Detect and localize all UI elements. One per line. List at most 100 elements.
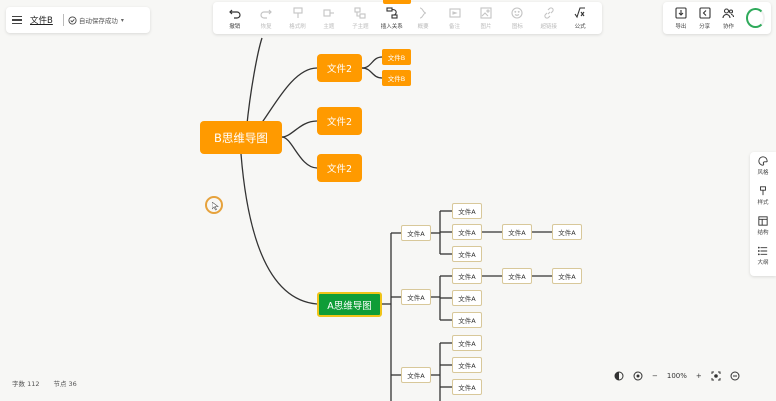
mindmap-leaf[interactable]: 文件A — [452, 224, 482, 240]
side-structure-label: 结构 — [757, 230, 769, 236]
fit-screen-icon[interactable] — [711, 371, 721, 381]
emoji-button[interactable]: 图标 — [502, 7, 532, 30]
side-style-button[interactable]: 样式 — [757, 186, 769, 216]
image-button[interactable]: 图片 — [471, 7, 501, 30]
menu-icon[interactable] — [12, 16, 22, 24]
zoom-in-button[interactable]: + — [695, 372, 702, 380]
mindmap-leaf[interactable]: 文件A — [552, 224, 582, 240]
check-circle-icon — [68, 15, 77, 25]
style-icon — [760, 186, 766, 196]
minimize-icon[interactable] — [730, 371, 740, 381]
redo-icon — [260, 9, 272, 19]
mindmap-root-a[interactable]: A思维导图 — [317, 292, 382, 317]
link-label: 超链接 — [540, 23, 558, 30]
link-button[interactable]: 超链接 — [534, 7, 564, 30]
relation-icon — [386, 7, 398, 19]
side-structure-button[interactable]: 结构 — [757, 216, 769, 246]
undo-button[interactable]: 撤销 — [220, 7, 250, 30]
outline-icon — [757, 246, 768, 256]
subtopic-icon — [354, 7, 366, 19]
right-actions: 导出 分享 协作 — [663, 2, 771, 34]
structure-icon — [758, 216, 768, 226]
summary-button[interactable]: 概要 — [408, 7, 438, 30]
export-icon — [675, 7, 687, 19]
share-button[interactable]: 分享 — [693, 7, 717, 30]
side-palette-button[interactable]: 风格 — [757, 156, 769, 186]
toolbar: 撤销 恢复 格式刷 主题 子主题 插入关系 概要 备注 图片 图标 超链接 — [213, 2, 602, 34]
mindmap-leaf[interactable]: 文件A — [452, 203, 482, 219]
zoom-level: 100% — [666, 372, 687, 380]
subtopic-button[interactable]: 子主题 — [345, 7, 375, 30]
insert-relation-button[interactable]: 插入关系 — [377, 7, 407, 30]
zoom-out-button[interactable]: − — [652, 372, 658, 380]
formula-button[interactable]: 公式 — [565, 7, 595, 30]
mindmap-leaf[interactable]: 文件A — [452, 379, 482, 395]
mindmap-node-a-child[interactable]: 文件A — [401, 367, 431, 383]
zoom-controls: − 100% + — [614, 371, 740, 381]
collaborate-button[interactable]: 协作 — [717, 7, 741, 30]
user-avatar[interactable] — [746, 8, 765, 28]
status-bar: 字数 112 节点 36 — [12, 378, 77, 388]
chevron-down-icon[interactable]: ▾ — [120, 16, 124, 24]
format-brush-button[interactable]: 格式刷 — [283, 7, 313, 30]
mindmap-leaf[interactable]: 文件A — [452, 290, 482, 306]
emoji-label: 图标 — [511, 23, 523, 30]
undo-icon — [228, 9, 241, 19]
mindmap-leaf[interactable]: 文件A — [552, 268, 582, 284]
cursor-arrow-icon — [212, 202, 219, 211]
mindmap-root-b[interactable]: B思维导图 — [200, 121, 282, 154]
share-label: 分享 — [699, 23, 711, 30]
topic-icon — [323, 9, 334, 17]
note-label: 备注 — [449, 23, 461, 30]
export-button[interactable]: 导出 — [669, 7, 693, 30]
note-icon — [448, 8, 461, 18]
image-label: 图片 — [480, 23, 492, 30]
mindmap-node-b-grandchild[interactable]: 文件B — [382, 70, 411, 86]
mindmap-leaf[interactable]: 文件A — [452, 312, 482, 328]
theme-toggle-icon[interactable] — [614, 371, 624, 381]
topic-button[interactable]: 主题 — [314, 7, 344, 30]
emoji-icon — [511, 7, 523, 19]
mindmap-leaf[interactable]: 文件A — [452, 335, 482, 351]
mindmap-node-top-partial[interactable] — [383, 0, 411, 4]
node-count: 节点 36 — [53, 380, 77, 388]
mindmap-leaf[interactable]: 文件A — [452, 268, 482, 284]
mindmap-node-b-child[interactable]: 文件2 — [317, 107, 362, 135]
subtopic-label: 子主题 — [352, 23, 369, 30]
divider — [62, 14, 64, 26]
image-icon — [480, 7, 492, 19]
doc-title[interactable]: 文件B — [30, 16, 53, 26]
locate-icon[interactable] — [633, 371, 643, 381]
note-button[interactable]: 备注 — [440, 7, 470, 30]
palette-icon — [758, 156, 768, 166]
mindmap-leaf[interactable]: 文件A — [452, 357, 482, 373]
mindmap-leaf[interactable]: 文件A — [502, 268, 532, 284]
mindmap-node-a-child[interactable]: 文件A — [401, 225, 431, 241]
export-label: 导出 — [675, 23, 687, 30]
mindmap-leaf[interactable]: 文件A — [502, 224, 532, 240]
save-status-text: 自动保存成功 — [78, 17, 118, 25]
format-brush-label: 格式刷 — [289, 23, 306, 30]
save-status: 自动保存成功 ▾ — [68, 15, 124, 25]
side-style-label: 样式 — [757, 200, 769, 206]
document-header: 文件B 自动保存成功 ▾ — [6, 7, 150, 33]
side-panel: 风格 样式 结构 大纲 — [750, 152, 776, 276]
summary-label: 概要 — [417, 23, 429, 30]
collaborate-icon — [722, 8, 735, 19]
mindmap-node-a-child[interactable]: 文件A — [401, 289, 431, 305]
mindmap-leaf[interactable]: 文件A — [452, 246, 482, 262]
word-count: 字数 112 — [12, 380, 40, 388]
formula-label: 公式 — [574, 23, 586, 30]
insert-relation-label: 插入关系 — [380, 23, 403, 30]
mindmap-node-b-child[interactable]: 文件2 — [317, 54, 362, 82]
topic-label: 主题 — [323, 23, 335, 30]
redo-button[interactable]: 恢复 — [251, 7, 281, 30]
cursor-highlight — [205, 196, 223, 214]
mindmap-node-b-grandchild[interactable]: 文件B — [382, 49, 411, 65]
mindmap-node-b-child[interactable]: 文件2 — [317, 154, 362, 182]
formula-icon — [574, 7, 586, 19]
side-outline-button[interactable]: 大纲 — [757, 246, 769, 276]
redo-label: 恢复 — [260, 23, 272, 30]
link-icon — [544, 7, 554, 19]
share-icon — [699, 7, 711, 19]
